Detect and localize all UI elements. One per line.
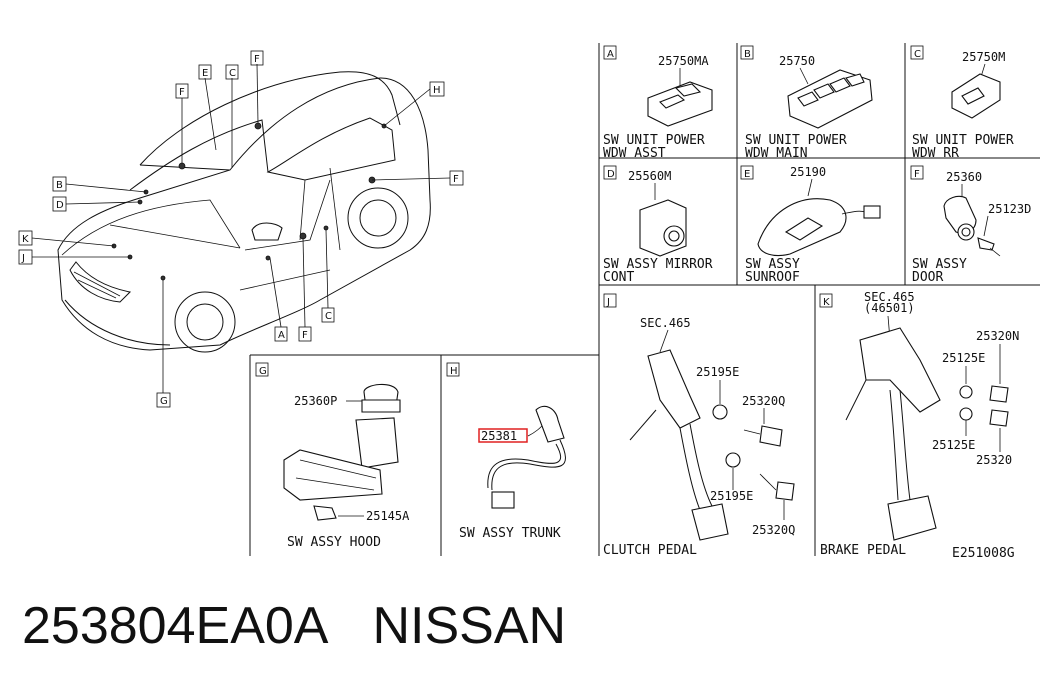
panel-d-part: 25560M xyxy=(628,169,671,183)
brake-pedal-switch-icon xyxy=(989,385,1009,403)
brake-pedal-bushing-icon xyxy=(959,385,973,399)
footer: 253804EA0A NISSAN xyxy=(22,596,610,656)
panel-k-part-3: 25125E xyxy=(932,438,975,452)
panel-c: C 25750M SW UNIT POWER WDW RR xyxy=(910,45,1014,161)
panel-a: A 25750MA SW UNIT POWER WDW ASST xyxy=(603,45,713,161)
callout-e: E xyxy=(202,68,208,79)
panel-e-caption-1: SW ASSY xyxy=(745,257,800,272)
panel-a-caption-2: WDW ASST xyxy=(603,146,666,161)
trunk-switch-icon xyxy=(535,405,565,443)
panel-g-part: 25360P xyxy=(294,394,337,408)
car-leader-lines xyxy=(31,63,451,393)
callout-g: G xyxy=(160,396,168,407)
callout-c-1: C xyxy=(229,68,236,79)
footer-brand: NISSAN xyxy=(372,597,567,655)
panel-k-sec-sub: (46501) xyxy=(864,301,915,315)
panel-k-letter: K xyxy=(823,297,830,308)
panel-d: D 25560M SW ASSY MIRROR CONT xyxy=(603,165,713,285)
panel-j-part-2: 25320Q xyxy=(742,394,785,408)
panel-b-caption-2: WDW MAIN xyxy=(745,146,808,161)
callout-d: D xyxy=(56,200,64,211)
clutch-pedal-pad-icon xyxy=(691,503,729,541)
panel-e-caption-2: SUNROOF xyxy=(745,270,800,285)
panel-d-letter: D xyxy=(607,169,615,180)
panel-b-caption-1: SW UNIT POWER xyxy=(745,133,847,148)
panel-k-caption: BRAKE PEDAL xyxy=(820,543,906,558)
clutch-pedal-switch-icon xyxy=(759,425,783,447)
parts-diagram: F E C F H B D F K J A F C G A 25750MA SW… xyxy=(18,43,1040,561)
callout-f-2: F xyxy=(254,54,260,65)
panel-f: F 25360 25123D SW ASSY DOOR xyxy=(910,165,1031,285)
panel-g-part-2: 25145A xyxy=(366,509,410,523)
panel-g-letter: G xyxy=(259,366,267,377)
diagram-code: E251008G xyxy=(952,546,1015,561)
panel-k-part-2: 25125E xyxy=(942,351,985,365)
panel-h: H 25381 SW ASSY TRUNK xyxy=(446,362,566,541)
panel-c-part: 25750M xyxy=(962,50,1005,64)
callout-b: B xyxy=(56,180,63,191)
panel-a-caption-1: SW UNIT POWER xyxy=(603,133,705,148)
panel-e-letter: E xyxy=(744,169,750,180)
callout-f-4: F xyxy=(302,330,308,341)
car-illustration xyxy=(57,71,431,353)
panel-f-part-2: 25123D xyxy=(988,202,1031,216)
panel-f-part: 25360 xyxy=(946,170,982,184)
panel-k-part-4: 25320 xyxy=(976,453,1012,467)
panel-h-caption: SW ASSY TRUNK xyxy=(459,526,561,541)
panel-h-part: 25381 xyxy=(481,429,517,443)
trunk-connector-icon xyxy=(491,491,515,509)
panel-k: K SEC.465 (46501) 25320N 25125E 25125E 2… xyxy=(819,290,1019,558)
panel-g-caption: SW ASSY HOOD xyxy=(287,535,381,550)
panel-a-part: 25750MA xyxy=(658,54,709,68)
panel-d-caption-2: CONT xyxy=(603,270,634,285)
callout-f-1: F xyxy=(179,87,185,98)
panel-j-part-3: 25195E xyxy=(710,489,753,503)
clutch-pedal-bracket-icon xyxy=(647,349,701,429)
panel-j: J SEC.465 25195E 25320Q 25195E 25320Q CL… xyxy=(603,293,795,558)
panel-grid xyxy=(249,43,1040,556)
panel-b-letter: B xyxy=(744,49,751,60)
panel-c-caption-2: WDW RR xyxy=(912,146,959,161)
callout-k: K xyxy=(22,234,29,245)
panel-j-letter: J xyxy=(606,297,610,308)
panel-c-caption-1: SW UNIT POWER xyxy=(912,133,1014,148)
callout-h: H xyxy=(433,85,441,96)
panel-f-caption-2: DOOR xyxy=(912,270,943,285)
panel-k-sec: SEC.465 xyxy=(864,290,915,304)
clutch-pedal-bushing-icon xyxy=(712,404,728,420)
panel-k-part-1: 25320N xyxy=(976,329,1019,343)
panel-h-letter: H xyxy=(450,366,458,377)
brake-pedal-bracket-icon xyxy=(859,327,941,413)
hood-switch-bolt-icon xyxy=(313,505,337,521)
panel-e: E 25190 SW ASSY SUNROOF xyxy=(740,165,881,285)
panel-j-part-4: 25320Q xyxy=(752,523,795,537)
callout-f-3: F xyxy=(453,174,459,185)
panel-d-caption-1: SW ASSY MIRROR xyxy=(603,257,713,272)
brake-pedal-pad-icon xyxy=(887,495,937,541)
panel-c-letter: C xyxy=(914,49,921,60)
door-switch-screw-icon xyxy=(977,237,995,251)
panel-j-part-1: 25195E xyxy=(696,365,739,379)
panel-e-part: 25190 xyxy=(790,165,826,179)
panel-j-sec: SEC.465 xyxy=(640,316,691,330)
callout-a: A xyxy=(278,330,285,341)
panel-b-part: 25750 xyxy=(779,54,815,68)
trunk-part-highlight xyxy=(478,428,528,443)
panel-b: B 25750 SW UNIT POWER WDW MAIN xyxy=(740,45,873,161)
callout-c-2: C xyxy=(325,311,332,322)
panel-j-caption: CLUTCH PEDAL xyxy=(603,543,697,558)
panel-g: G 25360P 25145A SW ASSY HOOD xyxy=(255,362,410,550)
footer-part-number: 253804EA0A xyxy=(22,597,329,655)
callout-j: J xyxy=(21,253,25,264)
car-callouts: F E C F H B D F K J A F C G xyxy=(18,50,464,408)
panel-f-caption-1: SW ASSY xyxy=(912,257,967,272)
panel-f-letter: F xyxy=(914,169,920,180)
panel-a-letter: A xyxy=(607,49,614,60)
